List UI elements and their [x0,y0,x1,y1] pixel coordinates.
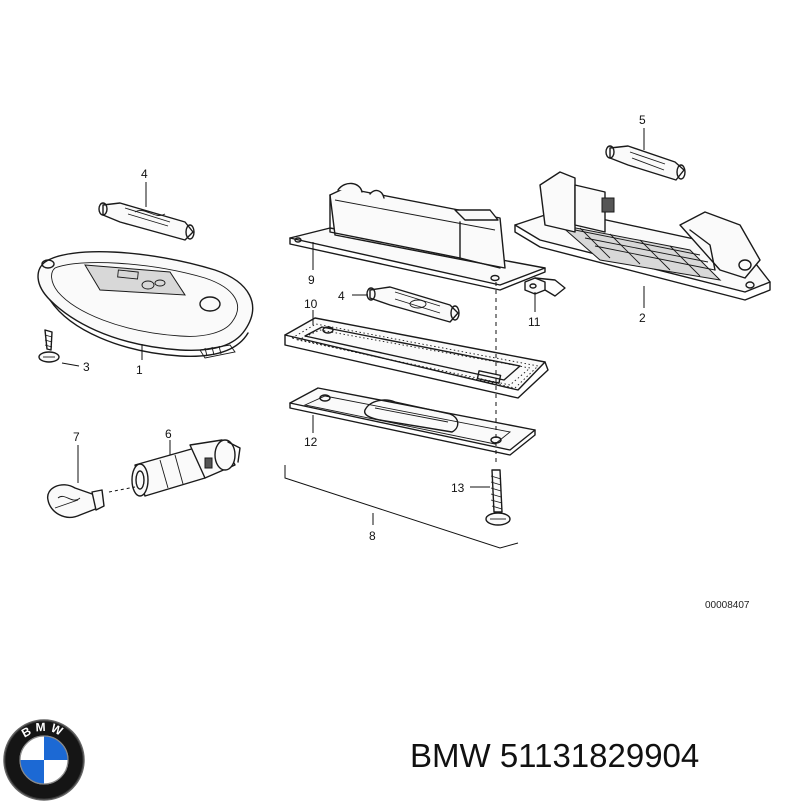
callout-5: 5 [639,113,646,127]
callout-labels: 1 2 3 4 4 5 6 7 8 9 10 11 12 13 00008407 [73,113,750,611]
brand-part-number: BMW 51131829904 [410,737,699,775]
part-number: 51131829904 [499,737,700,774]
callout-10: 10 [304,297,318,311]
clip-part-11 [524,277,566,297]
callout-9: 9 [308,273,315,287]
lamp-housing-part-1 [37,251,254,359]
brand-name: BMW [410,737,491,774]
bulb-socket-part-6 [131,439,241,497]
callout-3: 3 [83,360,90,374]
callout-13: 13 [451,481,465,495]
festoon-bulb-part-4b [366,286,460,323]
screw-part-13 [485,469,511,526]
callout-1: 1 [136,363,143,377]
diagram-code: 00008407 [705,600,750,611]
festoon-bulb-part-4a [98,202,195,241]
callout-7: 7 [73,430,80,444]
festoon-bulb-part-5 [605,145,686,181]
callout-2: 2 [639,311,646,325]
bmw-logo-lettering: BMW [19,720,69,741]
lens-part-12 [289,387,536,456]
socket-housing-part-2 [514,171,771,301]
callout-4b: 4 [338,289,345,303]
lamp-cover-part-9 [289,182,546,291]
bmw-logo: BMW [3,719,85,801]
callout-8: 8 [369,529,376,543]
callout-6: 6 [165,427,172,441]
callout-4a: 4 [141,167,148,181]
wedge-bulb-part-7 [47,484,105,518]
callout-11: 11 [528,315,541,329]
screw-part-3 [38,329,60,363]
gasket-part-10 [284,317,549,399]
leader-lines [61,128,645,549]
callout-12: 12 [304,435,318,449]
